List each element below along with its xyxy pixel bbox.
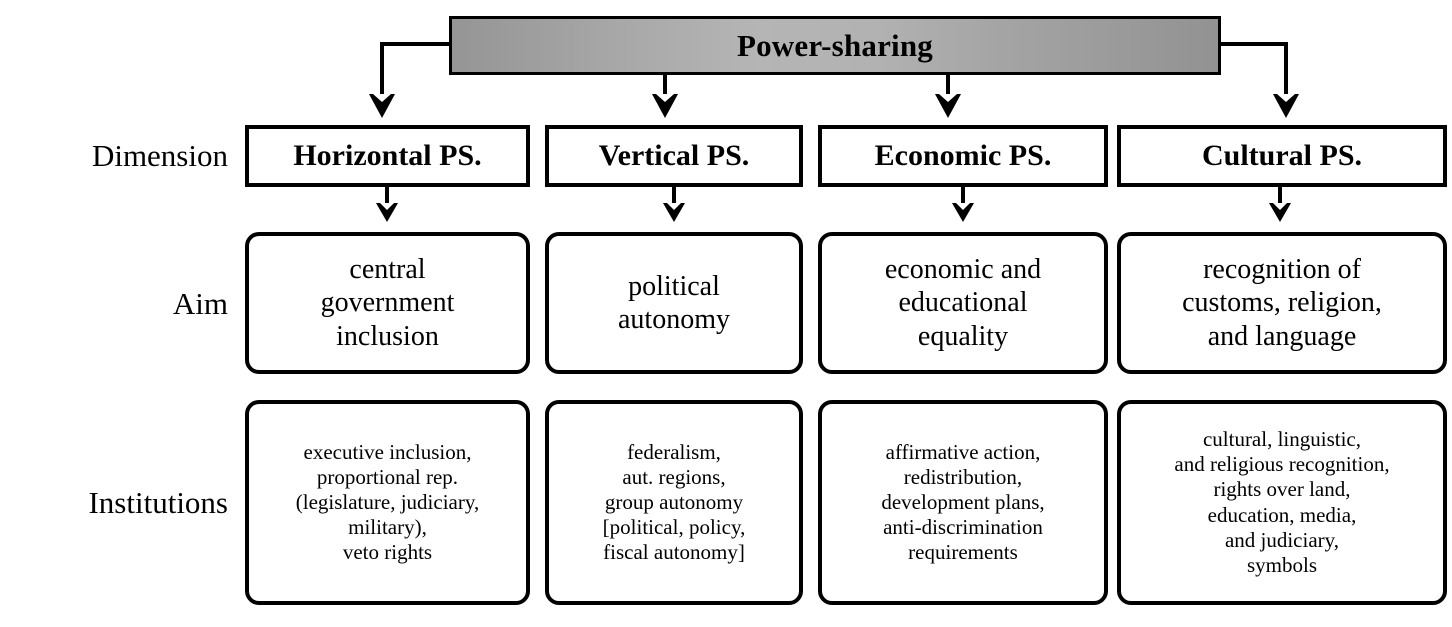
row-label-dimension: Dimension [91,138,228,173]
institutions-box-horizontal[interactable]: executive inclusion, proportional rep. (… [245,400,530,605]
connector-title-col1-horizontal [380,42,452,46]
connector-title-col4-vertical [1284,42,1288,98]
connector-col2-dim-to-aim [672,187,676,209]
arrowhead-title-to-col2 [652,94,678,118]
arrowhead-col4-dim-to-aim [1269,203,1291,222]
arrowhead-col2-dim-to-aim [663,203,685,222]
aim-box-horizontal[interactable]: central government inclusion [245,232,530,374]
dimension-box-cultural[interactable]: Cultural PS. [1117,125,1447,187]
institutions-text-horizontal: executive inclusion, proportional rep. (… [295,439,480,565]
aim-text-horizontal: central government inclusion [320,254,455,352]
dimension-label-vertical: Vertical PS. [598,139,750,172]
institutions-text-economic: affirmative action, redistribution, deve… [881,439,1045,565]
arrowhead-col1-dim-to-aim [376,203,398,222]
dimension-label-horizontal: Horizontal PS. [293,139,482,172]
row-label-institutions: Institutions [88,485,228,520]
institutions-box-cultural[interactable]: cultural, linguistic, and religious reco… [1117,400,1447,605]
page-title: Power-sharing [736,27,934,63]
institutions-text-vertical: federalism, aut. regions, group autonomy… [602,439,746,565]
arrowhead-title-to-col1 [369,94,395,118]
connector-col4-dim-to-aim [1278,187,1282,209]
dimension-box-vertical[interactable]: Vertical PS. [545,125,803,187]
power-sharing-title-box: Power-sharing [449,16,1221,75]
connector-col1-dim-to-aim [385,187,389,209]
connector-title-col2-vertical [663,72,667,98]
aim-box-cultural[interactable]: recognition of customs, religion, and la… [1117,232,1447,374]
aim-text-economic: economic and educational equality [884,254,1042,352]
connector-col3-dim-to-aim [961,187,965,209]
aim-box-vertical[interactable]: political autonomy [545,232,803,374]
institutions-text-cultural: cultural, linguistic, and religious reco… [1174,426,1390,577]
dimension-box-economic[interactable]: Economic PS. [818,125,1108,187]
aim-text-cultural: recognition of customs, religion, and la… [1182,254,1382,352]
row-label-aim: Aim [172,286,228,321]
aim-text-vertical: political autonomy [618,270,730,335]
institutions-box-economic[interactable]: affirmative action, redistribution, deve… [818,400,1108,605]
connector-title-col1-vertical [380,42,384,98]
connector-title-col4-horizontal [1218,42,1288,46]
institutions-box-vertical[interactable]: federalism, aut. regions, group autonomy… [545,400,803,605]
arrowhead-col3-dim-to-aim [952,203,974,222]
dimension-label-economic: Economic PS. [874,139,1052,172]
connector-title-col3-vertical [946,72,950,98]
dimension-box-horizontal[interactable]: Horizontal PS. [245,125,530,187]
dimension-label-cultural: Cultural PS. [1201,139,1363,172]
arrowhead-title-to-col3 [935,94,961,118]
aim-box-economic[interactable]: economic and educational equality [818,232,1108,374]
arrowhead-title-to-col4 [1273,94,1299,118]
